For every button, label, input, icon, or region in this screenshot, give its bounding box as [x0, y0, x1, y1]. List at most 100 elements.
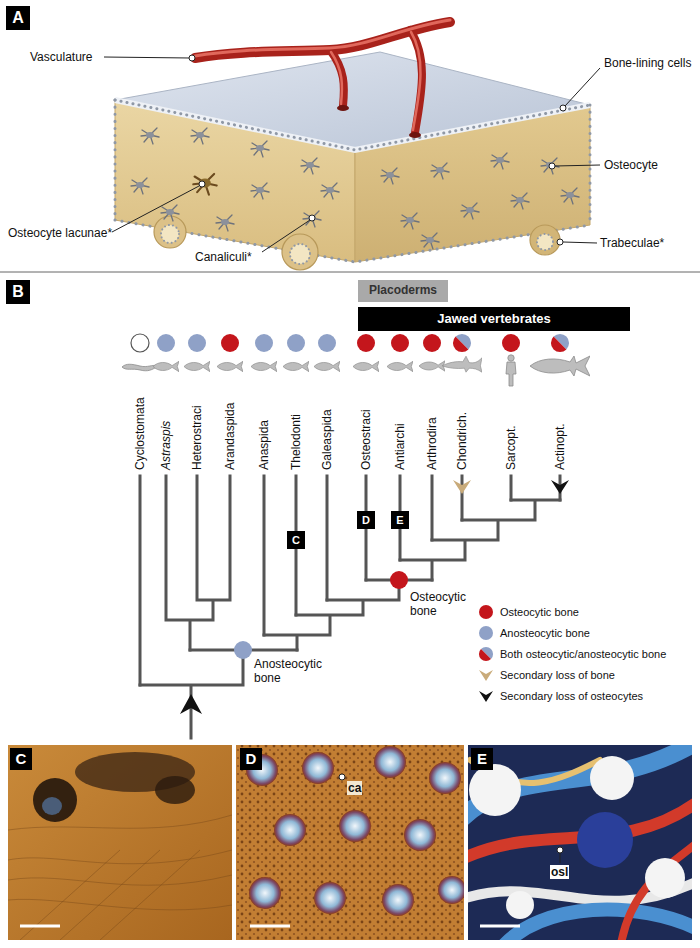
leader-line	[339, 774, 345, 780]
micrograph	[236, 745, 464, 940]
leader-line	[104, 55, 600, 252]
leader-line	[189, 55, 195, 61]
micrograph	[620, 840, 692, 940]
node-text: E	[477, 751, 487, 768]
root-arrow	[180, 694, 202, 714]
state-circle	[390, 571, 408, 589]
taxon-silhouette	[314, 361, 340, 371]
leader-line	[104, 57, 190, 58]
state-circle	[131, 334, 149, 352]
tree-branch	[140, 476, 230, 685]
callout-label: Canaliculi*	[195, 250, 252, 264]
taxon-label: Cyclostomata	[133, 397, 147, 470]
leader-line	[262, 220, 310, 252]
taxon-label: Chondrich.	[455, 412, 469, 470]
legend-swatch	[478, 625, 494, 641]
osteocyte-cell	[251, 141, 269, 157]
micrograph	[429, 762, 461, 794]
micrograph	[42, 797, 62, 815]
micrograph	[468, 745, 692, 940]
panel-letter: A	[6, 6, 30, 30]
state-circle	[157, 334, 175, 352]
state-circle	[234, 571, 408, 659]
taxon-silhouette	[184, 361, 210, 371]
legend-swatch	[478, 688, 494, 704]
legend-swatch	[478, 667, 494, 683]
osteocyte-cell	[401, 213, 419, 229]
state-circle	[287, 334, 305, 352]
taxon-label: Antiarchi	[393, 423, 407, 470]
state-circle	[318, 334, 336, 352]
micrograph	[236, 745, 464, 940]
taxon-label: Arandaspida	[223, 403, 237, 470]
node-text: D	[246, 751, 257, 768]
trabecula	[282, 234, 318, 270]
leader-line	[557, 239, 563, 245]
taxon-silhouette	[419, 361, 445, 371]
osteocyte-cell	[381, 168, 399, 184]
blood-vessel	[410, 30, 422, 133]
micrograph	[590, 756, 634, 800]
micrograph	[246, 746, 464, 916]
text-label: Osteocytic bone	[410, 590, 482, 618]
trabecula	[161, 225, 179, 243]
loss-marker	[551, 480, 569, 494]
leader-line	[112, 186, 199, 232]
osteocyte-cell	[131, 128, 579, 249]
leader-line	[555, 165, 600, 166]
osteocyte-lacuna	[193, 174, 216, 195]
clade-bar: Jawed vertebrates	[358, 307, 630, 331]
trabecula	[154, 216, 560, 270]
osteocyte-cell	[141, 128, 159, 144]
legend-row: Secondary loss of osteocytes	[478, 688, 643, 704]
bone-illustration	[115, 100, 590, 150]
text-label: osl	[550, 865, 569, 879]
micrograph	[8, 815, 232, 940]
callout-label: Osteocyte lacunae*	[8, 226, 112, 240]
blood-vessel	[409, 132, 421, 138]
legend-text: Secondary loss of bone	[500, 669, 615, 681]
taxon-label: Galeaspida	[320, 409, 334, 470]
blood-vessel	[411, 32, 421, 130]
legend-swatch-fill	[479, 649, 491, 661]
micrograph	[438, 876, 464, 904]
callout-label: Trabeculae*	[600, 236, 664, 250]
branch-marker: E	[391, 511, 409, 529]
leader-line	[549, 163, 555, 169]
osteocyte-cell	[216, 215, 234, 231]
tree-branch	[264, 580, 432, 650]
micrograph	[506, 891, 534, 919]
legend-swatch	[478, 604, 494, 620]
leader-line	[563, 242, 597, 243]
legend-swatch-arrow	[479, 691, 493, 702]
trabecula	[154, 216, 186, 248]
leader-line	[560, 105, 566, 111]
tree-branch	[400, 500, 560, 580]
legend-swatch	[478, 646, 494, 662]
micrograph	[339, 810, 371, 842]
micrograph	[8, 815, 232, 940]
text-label: Anosteocytic bone	[254, 657, 338, 685]
legend-row: Both osteocytic/anosteocytic bone	[478, 646, 666, 662]
osteocyte-cell	[191, 128, 209, 144]
taxon-silhouette	[508, 355, 514, 361]
node-text: E	[396, 514, 403, 526]
micrograph	[302, 752, 334, 784]
osteocyte-cell	[561, 188, 579, 204]
osteocyte-cell	[303, 211, 321, 227]
leader-line	[557, 847, 563, 853]
legend-text: Secondary loss of osteocytes	[500, 690, 643, 702]
bone-illustration	[115, 52, 590, 150]
state-circle	[188, 334, 206, 352]
taxon-label: Arthrodira	[425, 417, 439, 470]
root-arrow	[180, 694, 202, 714]
micrograph	[577, 812, 633, 868]
node-text: C	[16, 751, 27, 768]
osteocyte-cell	[301, 158, 319, 174]
state-circle	[423, 334, 441, 352]
legend-row: Secondary loss of bone	[478, 667, 615, 683]
state-circle	[234, 641, 252, 659]
panel-letter: B	[6, 280, 30, 304]
taxon-silhouette	[283, 361, 309, 371]
